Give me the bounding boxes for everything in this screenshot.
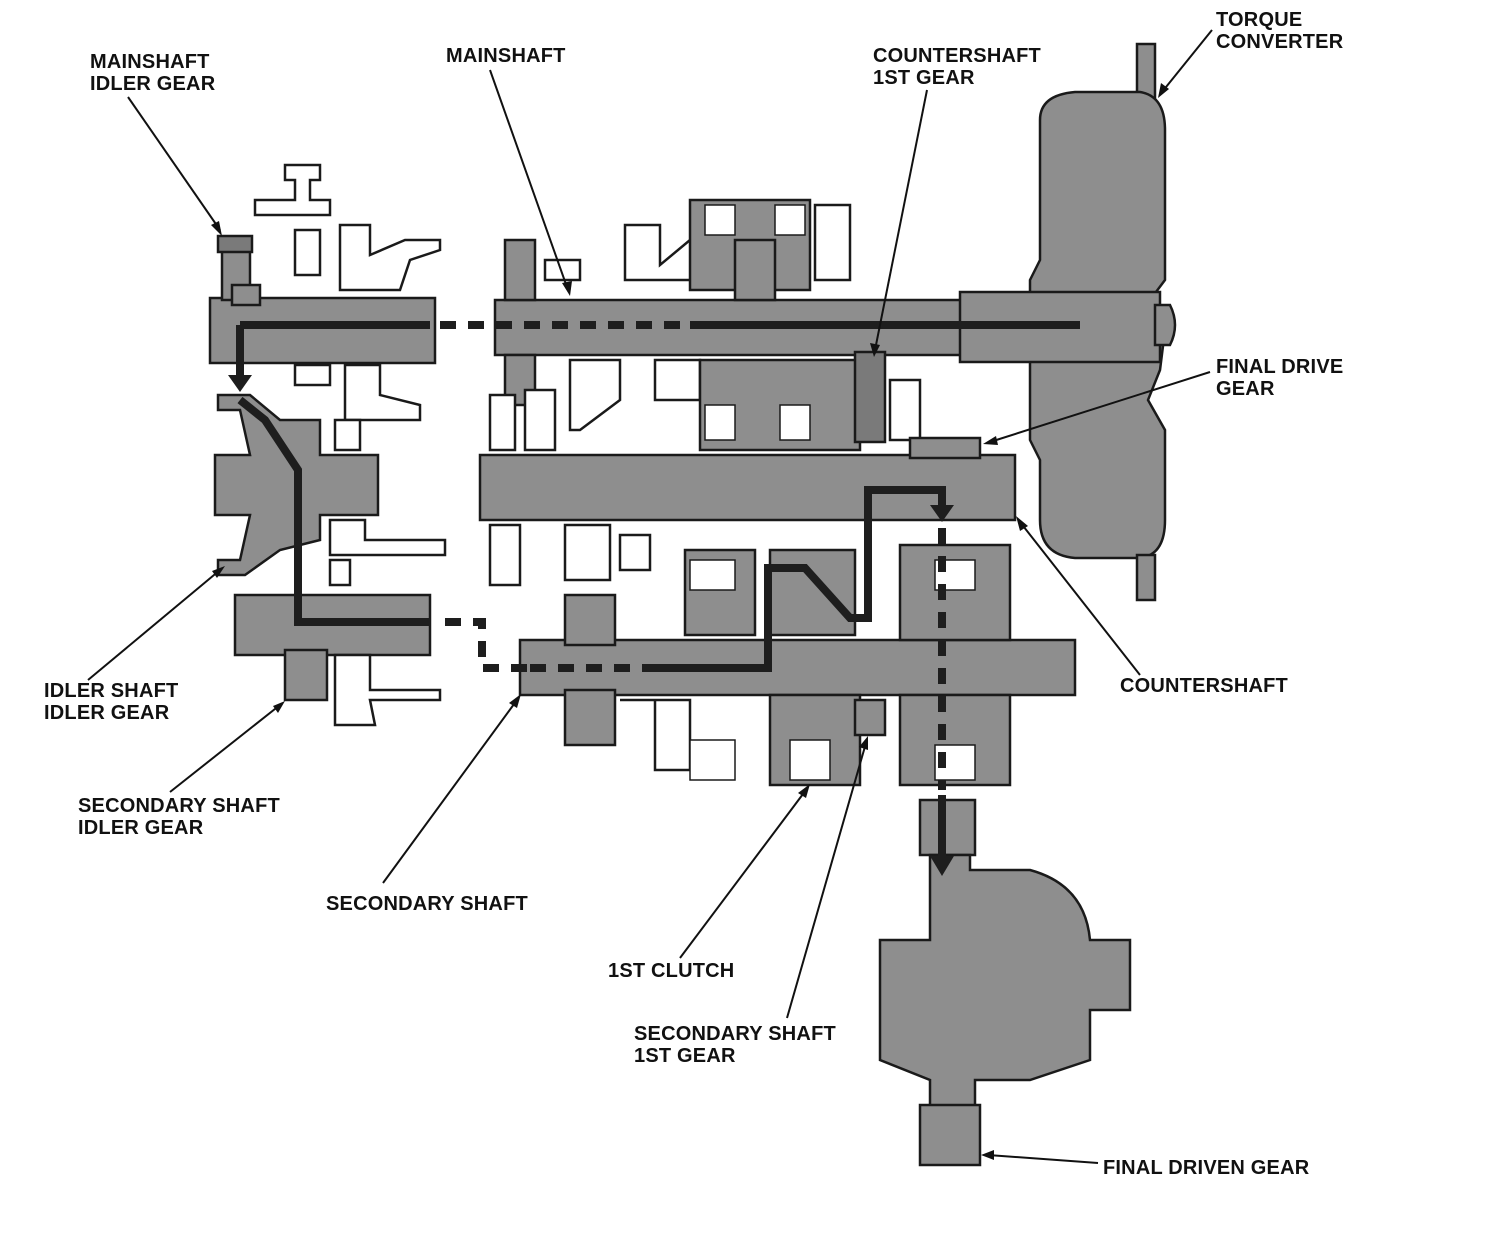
label-secondary-shaft-1st-gear: SECONDARY SHAFT 1ST GEAR <box>634 1023 842 1067</box>
label-secondary-shaft: SECONDARY SHAFT <box>326 893 528 915</box>
label-countershaft-1st-gear: COUNTERSHAFT 1ST GEAR <box>873 45 1047 89</box>
mainshaft-clutch-pack <box>704 204 806 236</box>
power-flow-path <box>228 321 1080 876</box>
label-secondary-shaft-idler-gear: SECONDARY SHAFT IDLER GEAR <box>78 795 286 839</box>
label-torque-converter: TORQUE CONVERTER <box>1216 9 1344 53</box>
secondary-shaft-assembly <box>233 543 1077 787</box>
label-1st-clutch: 1ST CLUTCH <box>608 960 734 982</box>
label-countershaft: COUNTERSHAFT <box>1120 675 1288 697</box>
label-mainshaft: MAINSHAFT <box>446 45 566 67</box>
mainshaft-lower-clutch <box>704 404 811 441</box>
label-idler-shaft-idler-gear: IDLER SHAFT IDLER GEAR <box>44 680 184 724</box>
leader-lines <box>87 29 1213 1164</box>
label-final-drive-gear: FINAL DRIVE GEAR <box>1216 356 1349 400</box>
differential-assembly <box>878 798 1132 1167</box>
idler-shaft-assembly <box>213 393 447 587</box>
label-mainshaft-idler-gear: MAINSHAFT IDLER GEAR <box>90 51 216 95</box>
label-final-driven-gear: FINAL DRIVEN GEAR <box>1103 1157 1310 1179</box>
